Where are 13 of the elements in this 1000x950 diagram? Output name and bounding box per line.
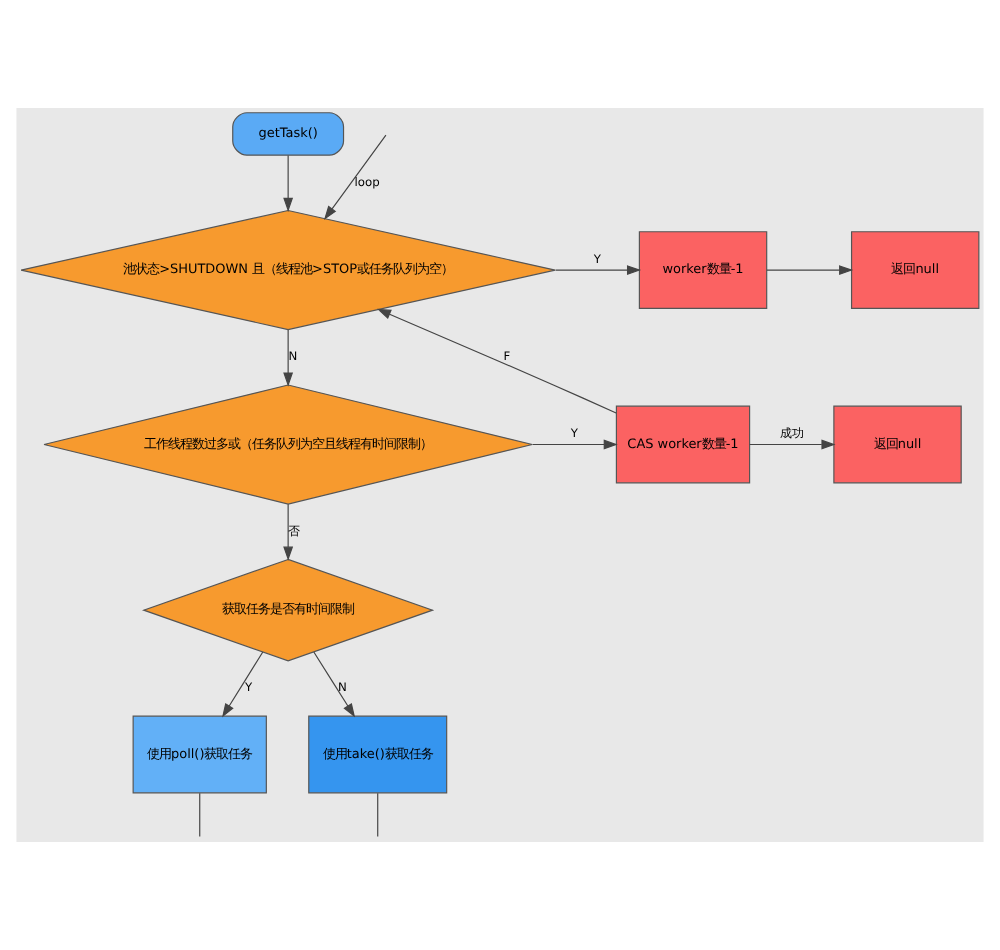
arrow xyxy=(222,651,264,718)
arrow xyxy=(376,308,617,414)
arrow xyxy=(283,329,294,387)
arrow xyxy=(749,439,836,450)
arrow xyxy=(766,265,854,276)
arrow xyxy=(283,503,294,561)
arrow xyxy=(323,134,387,220)
connector xyxy=(199,792,201,837)
arrow xyxy=(283,154,294,212)
arrow xyxy=(532,439,618,450)
connector xyxy=(377,792,379,837)
arrow xyxy=(313,651,356,718)
arrow xyxy=(555,265,642,276)
